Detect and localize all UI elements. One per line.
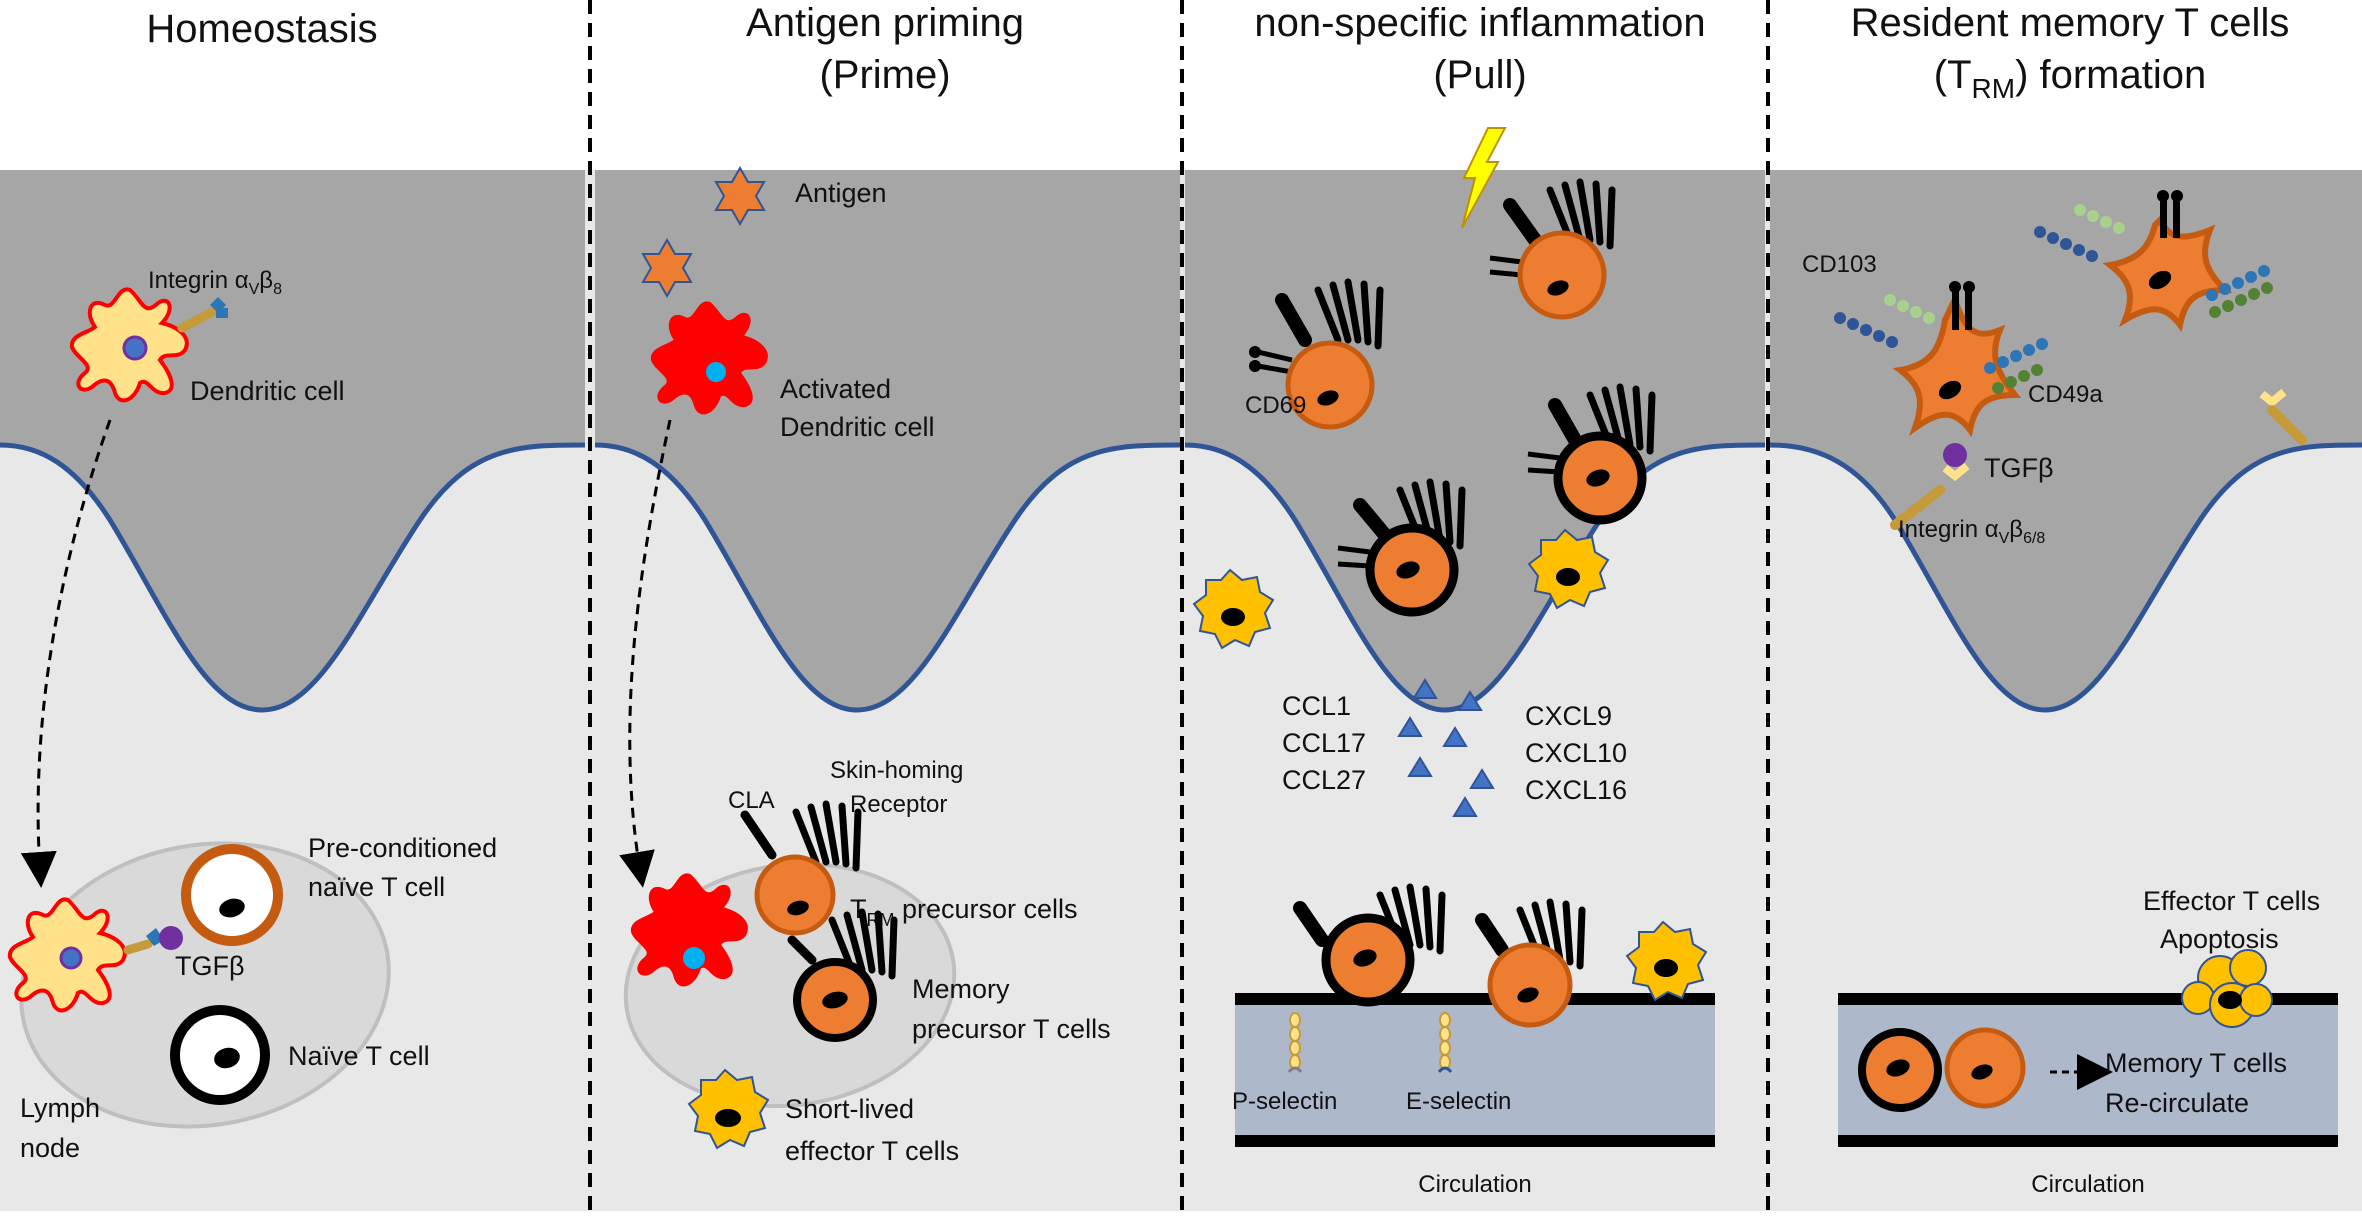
label-tgfb-2: TGFβ — [1984, 453, 2054, 483]
short-lived-effector-t-cell-icon — [687, 1068, 770, 1150]
label-activated-2: Dendritic cell — [780, 412, 935, 442]
label-ccl1: CCL1 — [1282, 691, 1351, 721]
integrin-tgfb-complex-icon — [123, 926, 183, 955]
label-integrin-avb68: Integrin αVβ6/8 — [1898, 516, 2045, 547]
label-preconditioned-2: naïve T cell — [308, 872, 445, 902]
label-memory-1: Memory T cells — [2105, 1048, 2287, 1078]
title-prime: (Prime) — [819, 53, 950, 97]
label-node: node — [20, 1133, 80, 1163]
trm-precursor-cell-icon — [740, 804, 858, 936]
label-cxcl9: CXCL9 — [1525, 701, 1612, 731]
migration-arrow — [20, 419, 112, 888]
lymph-node — [19, 841, 391, 1129]
label-cxcl10: CXCL10 — [1525, 738, 1627, 768]
label-trm-precursor: TRM precursor cells — [850, 894, 1078, 930]
label-skin-homing-2: Receptor — [850, 791, 947, 818]
label-short-lived-2: effector T cells — [785, 1136, 959, 1166]
chemokine-icons — [1397, 678, 1495, 817]
panel-titles: Homeostasis Antigen priming (Prime) non-… — [146, 1, 2289, 104]
p-selectin-icon — [1287, 1012, 1303, 1073]
label-tgfb-1: TGFβ — [175, 951, 245, 981]
epidermis-panel-1 — [0, 170, 585, 710]
naive-t-cell-icon — [170, 1005, 270, 1105]
panel-trm-formation: CD103 CD49a TGFβ Integrin αVβ6/8 — [1802, 190, 2338, 1198]
effector-cell-icon-3 — [1625, 920, 1708, 1002]
label-cxcl16: CXCL16 — [1525, 775, 1627, 805]
title-inflammation: non-specific inflammation — [1254, 1, 1705, 45]
label-memory-2: Re-circulate — [2105, 1088, 2249, 1118]
blood-vessel — [1235, 993, 1715, 1147]
rolling-t-cell-icon-1 — [1293, 887, 1442, 1007]
antigen-icon — [714, 165, 766, 227]
cd103-beads-icon-2 — [2034, 190, 2273, 318]
epidermis-panel-2 — [595, 170, 1180, 710]
tgfb-integrin-icon — [1890, 443, 1970, 530]
panel-dividers — [588, 0, 1770, 1211]
label-effector-1: Effector T cells — [2143, 886, 2320, 916]
trm-cell-icon-2 — [2102, 214, 2233, 333]
apoptotic-effector-cell-icon — [2181, 949, 2273, 1028]
label-p-selectin: P-selectin — [1232, 1088, 1337, 1115]
label-activated-1: Activated — [780, 374, 891, 404]
label-naive-t-cell: Naïve T cell — [288, 1041, 430, 1071]
e-selectin-icon — [1437, 1012, 1453, 1073]
epidermis-panel-4 — [1770, 170, 2362, 710]
epidermal-t-cell-icon-1 — [1489, 182, 1612, 320]
label-antigen: Antigen — [795, 178, 887, 208]
label-circulation-1: Circulation — [1418, 1171, 1531, 1198]
label-cd69: CD69 — [1245, 392, 1306, 419]
recirculating-memory-t-cell-icon-2 — [1944, 1027, 2026, 1109]
epidermis-layers — [0, 170, 2362, 710]
label-ccl17: CCL17 — [1282, 728, 1366, 758]
panel-homeostasis: Integrin αVβ8 Dendritic cell TGFβ Pre-co… — [7, 267, 497, 1163]
epidermis-panel-3 — [1185, 170, 1765, 710]
migration-arrow-2 — [619, 419, 672, 888]
trm-cell-icon-1 — [1892, 294, 2022, 438]
cd69-t-cell-icon — [1249, 282, 1380, 430]
epidermal-t-cell-icon-3 — [1337, 482, 1462, 617]
effector-cell-icon-1 — [1192, 568, 1275, 650]
label-e-selectin: E-selectin — [1406, 1088, 1511, 1115]
free-integrin-icon — [2259, 388, 2307, 445]
label-ccl27: CCL27 — [1282, 765, 1366, 795]
memory-precursor-t-cell-icon — [787, 912, 894, 1042]
lymph-node-dendritic-cell-icon — [7, 897, 127, 1013]
label-preconditioned-1: Pre-conditioned — [308, 833, 497, 863]
integrin-icon — [177, 297, 228, 333]
title-antigen-priming: Antigen priming — [746, 1, 1024, 45]
label-integrin-avb8: Integrin αVβ8 — [148, 267, 282, 298]
title-trm-formation: Resident memory T cells — [1851, 1, 2290, 45]
panel-inflammation: CD69 — [1192, 127, 1715, 1198]
label-cla: CLA — [728, 787, 775, 814]
effector-cell-icon-2 — [1527, 528, 1610, 610]
title-homeostasis: Homeostasis — [146, 7, 377, 51]
label-memory-precursor-2: precursor T cells — [912, 1014, 1111, 1044]
title-trm-formation-line2: (TRM) formation — [1934, 53, 2206, 104]
title-pull: (Pull) — [1433, 53, 1526, 97]
label-dendritic-cell: Dendritic cell — [190, 376, 345, 406]
dendritic-cell-icon — [69, 287, 189, 403]
label-lymph: Lymph — [20, 1093, 100, 1123]
recirculating-memory-t-cell-icon-1 — [1858, 1028, 1942, 1112]
label-effector-2: Apoptosis — [2160, 924, 2279, 954]
label-memory-precursor-1: Memory — [912, 974, 1010, 1004]
lymph-node-activated-dc-icon — [630, 873, 748, 987]
cd103-beads-icon-1 — [1834, 281, 2048, 394]
label-skin-homing-1: Skin-homing — [830, 757, 963, 784]
label-cd103: CD103 — [1802, 251, 1877, 278]
bound-antigen-icon — [641, 237, 693, 299]
panel-antigen-priming: Antigen Activated Dendritic cell Skin-ho… — [619, 165, 1111, 1166]
label-circulation-2: Circulation — [2031, 1171, 2144, 1198]
label-cd49a: CD49a — [2028, 381, 2103, 408]
label-short-lived-1: Short-lived — [785, 1094, 914, 1124]
rolling-t-cell-icon-2 — [1475, 902, 1582, 1028]
epidermal-t-cell-icon-2 — [1527, 387, 1652, 525]
preconditioned-naive-t-cell-icon — [181, 844, 283, 946]
activated-dendritic-cell-icon — [650, 301, 768, 415]
lightning-icon — [1461, 127, 1507, 229]
